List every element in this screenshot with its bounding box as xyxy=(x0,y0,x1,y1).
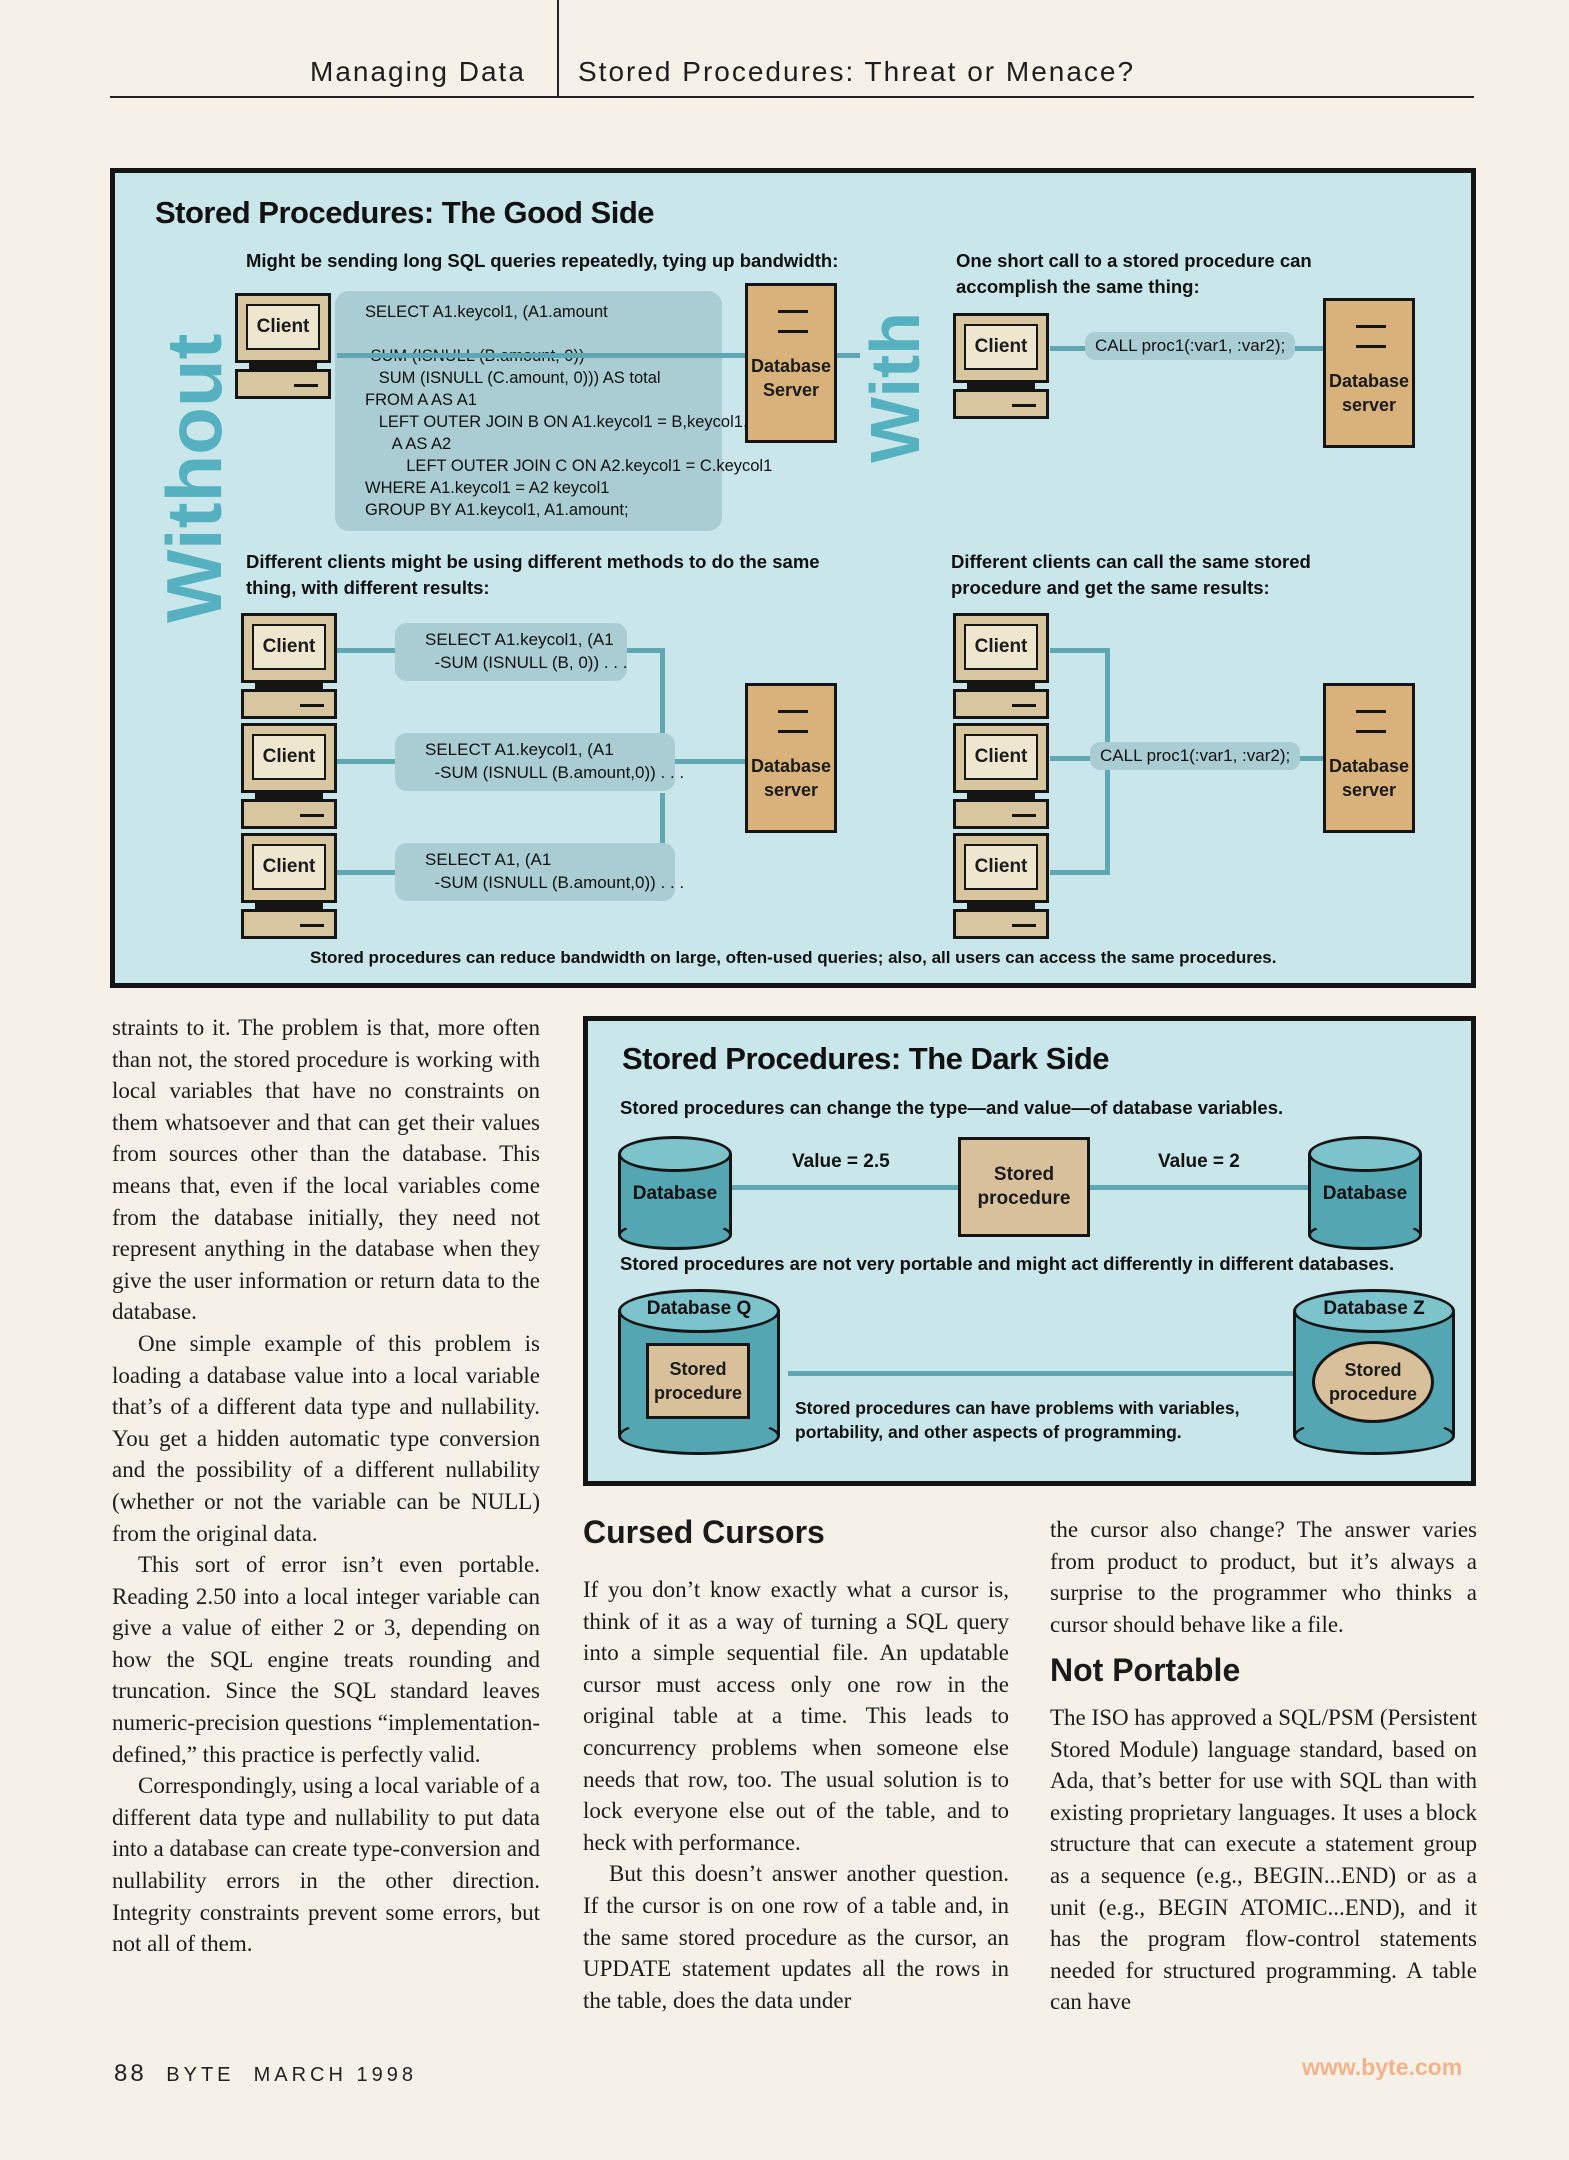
site-url[interactable]: www.byte.com xyxy=(1302,2054,1463,2080)
dark-side-caption-2: Stored procedures are not very portable … xyxy=(620,1253,1395,1274)
right-paragraph-1: the cursor also change? The answer varie… xyxy=(1050,1517,1477,1637)
database-label-left: Database xyxy=(632,1183,718,1204)
server-label: Database server xyxy=(1328,756,1410,800)
database-label-right: Database xyxy=(1322,1183,1408,1204)
query-pill-1: SELECT A1.keycol1, (A1 -SUM (ISNULL (B, … xyxy=(395,623,627,681)
call-pill-bottom: CALL proc1(:var1, :var2); xyxy=(1090,742,1301,770)
portability-link xyxy=(788,1371,1308,1376)
stored-procedure-q: Stored procedure xyxy=(646,1343,750,1419)
right-column-top: the cursor also change? The answer varie… xyxy=(1050,1514,1477,1640)
client-bottom-left-3: Client xyxy=(241,833,341,945)
database-z-cylinder xyxy=(1293,1289,1455,1457)
header-divider xyxy=(557,0,559,96)
left-column: straints to it. The problem is that, mor… xyxy=(112,1012,540,1960)
client-label: Client xyxy=(964,844,1038,890)
dark-side-caption-1: Stored procedures can change the type—an… xyxy=(620,1097,1284,1118)
query-pill-2: SELECT A1.keycol1, (A1 -SUM (ISNULL (B.a… xyxy=(395,733,684,791)
bottom-left-caption-line2: thing, with different results: xyxy=(246,577,490,598)
middle-paragraph-1: If you don’t know exactly what a cursor … xyxy=(583,1577,1009,1855)
section-label: Managing Data xyxy=(310,56,526,87)
client-bottom-right-3: Client xyxy=(953,833,1053,945)
client-top-left: Client xyxy=(235,293,335,405)
left-paragraph-2: One simple example of this problem is lo… xyxy=(112,1330,540,1546)
top-left-link xyxy=(337,353,860,358)
dark-side-figure: Stored Procedures: The Dark Side Stored … xyxy=(583,1016,1476,1486)
page-footer: 88 BYTE MARCH 1998 xyxy=(114,2060,417,2088)
call-pill-top: CALL proc1(:var1, :var2); xyxy=(1085,332,1296,360)
query-link-3-bend xyxy=(660,793,665,875)
database-q-label: Database Q xyxy=(646,1298,752,1319)
client-label: Client xyxy=(964,624,1038,670)
query-pill-3: SELECT A1, (A1 -SUM (ISNULL (B.amount,0)… xyxy=(395,843,684,901)
good-side-title: Stored Procedures: The Good Side xyxy=(155,195,655,230)
server-label: Database server xyxy=(750,756,832,800)
middle-column: If you don’t know exactly what a cursor … xyxy=(583,1574,1009,2016)
issue-label: BYTE MARCH 1998 xyxy=(166,2064,417,2086)
left-paragraph-1: straints to it. The problem is that, mor… xyxy=(112,1015,540,1325)
stored-procedure-z: Stored procedure xyxy=(1312,1341,1434,1423)
query-link-1-bend xyxy=(660,648,665,738)
page-number: 88 xyxy=(114,2060,147,2087)
not-portable-heading: Not Portable xyxy=(1050,1652,1241,1688)
server-bottom-right: Database server xyxy=(1323,683,1415,833)
value-label-right: Value = 2 xyxy=(1158,1151,1240,1172)
without-label: Without xyxy=(150,333,238,624)
server-bottom-left: Database server xyxy=(745,683,837,833)
server-label: Database Server xyxy=(750,356,832,400)
good-side-caption: Stored procedures can reduce bandwidth o… xyxy=(310,948,1277,967)
dark-side-caption-3-line2: portability, and other aspects of progra… xyxy=(795,1422,1182,1442)
top-right-caption-line1: One short call to a stored procedure can xyxy=(956,250,1312,271)
client-label: Client xyxy=(964,324,1038,370)
right-column-bottom: The ISO has approved a SQL/PSM (Persiste… xyxy=(1050,1702,1477,2018)
client-label: Client xyxy=(252,624,326,670)
server-top-left: Database Server xyxy=(745,283,837,443)
client-label: Client xyxy=(246,304,320,350)
bottom-left-caption-line1: Different clients might be using differe… xyxy=(246,551,820,572)
call-link-3 xyxy=(1050,870,1110,875)
cursed-cursors-heading: Cursed Cursors xyxy=(583,1514,825,1550)
value-label-left: Value = 2.5 xyxy=(792,1151,890,1172)
server-label: Database server xyxy=(1328,371,1410,415)
stored-procedure-box: Stored procedure xyxy=(958,1137,1090,1237)
middle-paragraph-2: But this doesn’t answer another question… xyxy=(583,1861,1009,2013)
top-left-caption: Might be sending long SQL queries repeat… xyxy=(246,250,839,271)
client-label: Client xyxy=(252,734,326,780)
client-bottom-right-2: Client xyxy=(953,723,1053,835)
client-label: Client xyxy=(964,734,1038,780)
client-top-right: Client xyxy=(953,313,1053,425)
header-rule xyxy=(110,96,1474,98)
call-link-1 xyxy=(1050,648,1110,653)
client-label: Client xyxy=(252,844,326,890)
long-query-box: SELECT A1.keycol1, (A1.amount -SUM (ISNU… xyxy=(335,291,772,531)
dark-side-title: Stored Procedures: The Dark Side xyxy=(622,1041,1110,1076)
database-cylinder-right xyxy=(1308,1136,1422,1252)
database-z-label: Database Z xyxy=(1323,1298,1425,1319)
good-side-figure: Stored Procedures: The Good Side Without… xyxy=(110,168,1476,988)
top-right-caption-line2: accomplish the same thing: xyxy=(956,276,1200,297)
bottom-right-caption-line2: procedure and get the same results: xyxy=(951,577,1270,598)
client-bottom-right-1: Client xyxy=(953,613,1053,725)
bottom-right-caption-line1: Different clients can call the same stor… xyxy=(951,551,1311,572)
page-title: Stored Procedures: Threat or Menace? xyxy=(578,56,1136,87)
server-top-right: Database server xyxy=(1323,298,1415,448)
left-paragraph-3: This sort of error isn’t even portable. … xyxy=(112,1552,540,1767)
with-label: With xyxy=(856,312,934,463)
left-paragraph-4: Correspondingly, using a local variable … xyxy=(112,1773,540,1957)
client-bottom-left-2: Client xyxy=(241,723,341,835)
right-paragraph-2: The ISO has approved a SQL/PSM (Persiste… xyxy=(1050,1705,1477,2015)
database-cylinder-left xyxy=(618,1136,732,1252)
dark-side-caption-3-line1: Stored procedures can have problems with… xyxy=(795,1398,1240,1418)
client-bottom-left-1: Client xyxy=(241,613,341,725)
